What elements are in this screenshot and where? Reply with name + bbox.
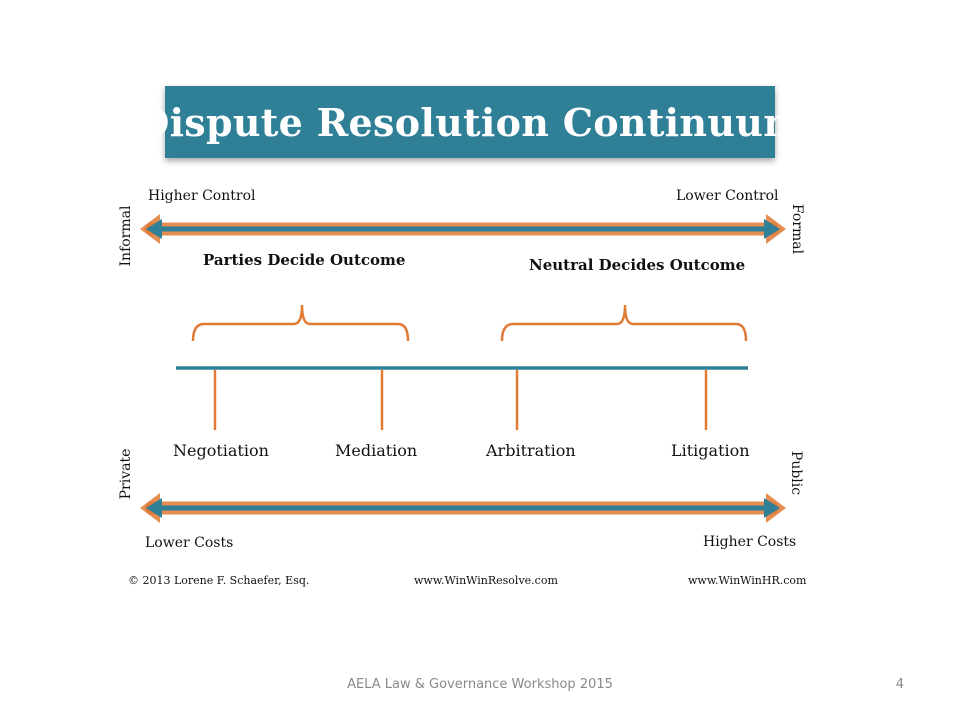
formal-label: Formal: [789, 203, 805, 255]
top-double-arrow: [140, 214, 786, 244]
method-arbitration: Arbitration: [486, 441, 576, 460]
lower-control-label: Lower Control: [676, 188, 779, 204]
copyright-text: © 2013 Lorene F. Schaefer, Esq.: [128, 574, 310, 587]
bottom-double-arrow: [140, 493, 786, 523]
method-litigation: Litigation: [671, 441, 750, 460]
site-winwinresolve: www.WinWinResolve.com: [414, 574, 558, 587]
lower-costs-label: Lower Costs: [145, 535, 234, 551]
site-winwinhr: www.WinWinHR.com: [688, 574, 807, 587]
higher-costs-label: Higher Costs: [703, 534, 797, 550]
neutral-decides-label: Neutral Decides Outcome: [529, 256, 746, 274]
method-negotiation: Negotiation: [173, 441, 269, 460]
title-banner: Dispute Resolution Continuum: [136, 86, 803, 158]
diagram-title: Dispute Resolution Continuum: [136, 99, 804, 145]
private-label: Private: [118, 448, 134, 500]
left-brace: [191, 304, 410, 342]
parties-decide-label: Parties Decide Outcome: [203, 251, 406, 269]
method-mediation: Mediation: [335, 441, 418, 460]
public-label: Public: [788, 450, 804, 496]
page-number: 4: [895, 677, 904, 692]
slide-footer: AELA Law & Governance Workshop 2015: [347, 677, 613, 692]
higher-control-label: Higher Control: [148, 188, 256, 204]
right-brace: [500, 304, 748, 342]
informal-label: Informal: [118, 205, 134, 267]
